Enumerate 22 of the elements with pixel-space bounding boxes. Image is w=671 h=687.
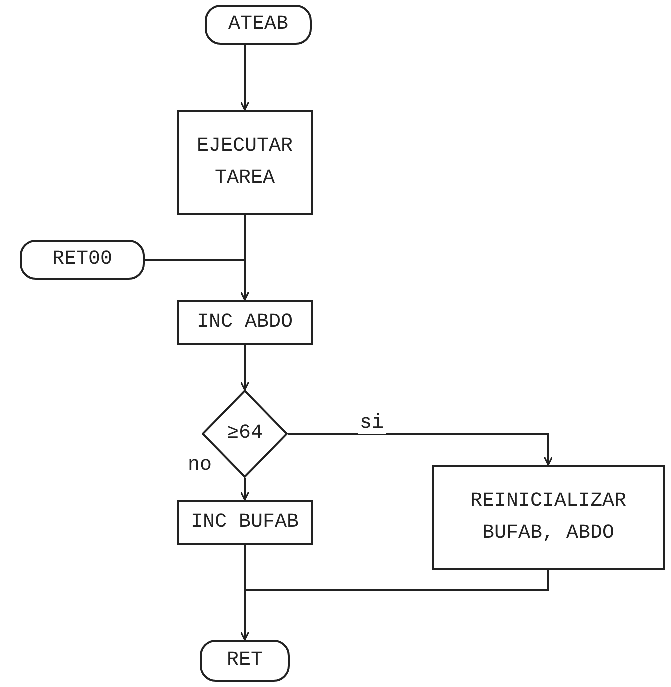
terminal-shape <box>200 640 290 682</box>
node-text: ATEAB <box>227 12 290 38</box>
arrow <box>240 345 250 391</box>
arrow <box>145 259 250 301</box>
process-box <box>432 465 665 570</box>
arrow <box>240 570 550 641</box>
node-text: EJECUTAR TAREA <box>196 134 294 192</box>
process-box <box>177 500 313 545</box>
terminal-shape <box>20 240 145 280</box>
node-text: REINICIALIZAR BUFAB, ABDO <box>469 488 628 546</box>
arrow <box>240 45 250 111</box>
node-text: ≥64 <box>226 421 264 447</box>
arrow <box>288 433 554 466</box>
node-text: RET <box>226 648 264 674</box>
process-box <box>177 110 313 215</box>
node-text: RET00 <box>51 247 114 273</box>
node-text: INC BUFAB <box>190 510 300 536</box>
edge-label: si <box>358 414 386 434</box>
node-text: INC ABDO <box>196 310 294 336</box>
terminal-shape <box>205 5 312 45</box>
process-box <box>177 300 313 345</box>
arrow <box>240 478 250 501</box>
